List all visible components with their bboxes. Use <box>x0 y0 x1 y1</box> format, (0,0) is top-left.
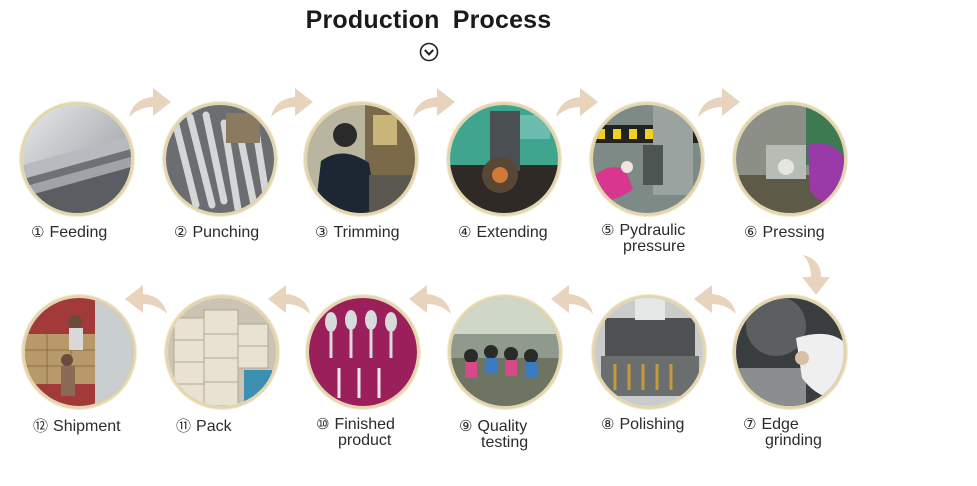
pressing-photo <box>733 102 847 216</box>
arrow-left-icon <box>125 285 167 314</box>
finished-product-photo <box>306 295 420 409</box>
arrow-left-icon <box>551 285 593 314</box>
punching-photo <box>163 102 277 216</box>
page-title: Production Process <box>305 6 552 34</box>
arrow-left-icon <box>694 285 736 314</box>
pack-photo <box>165 295 279 409</box>
arrow-right-icon <box>271 88 313 117</box>
arrow-right-icon <box>698 88 740 117</box>
arrow-right-icon <box>556 88 598 117</box>
arrow-left-icon <box>268 285 310 314</box>
edge-grinding-photo <box>733 295 847 409</box>
chevron-down-circle-icon <box>419 42 439 62</box>
hydraulic-pressure-photo <box>590 102 704 216</box>
arrow-down-icon <box>802 255 830 295</box>
polishing-photo <box>592 295 706 409</box>
feeding-photo <box>20 102 134 216</box>
arrow-left-icon <box>409 285 451 314</box>
arrow-right-icon <box>129 88 171 117</box>
trimming-photo <box>304 102 418 216</box>
arrow-right-icon <box>413 88 455 117</box>
quality-testing-photo <box>448 295 562 409</box>
shipment-photo <box>22 295 136 409</box>
extending-photo <box>447 102 561 216</box>
